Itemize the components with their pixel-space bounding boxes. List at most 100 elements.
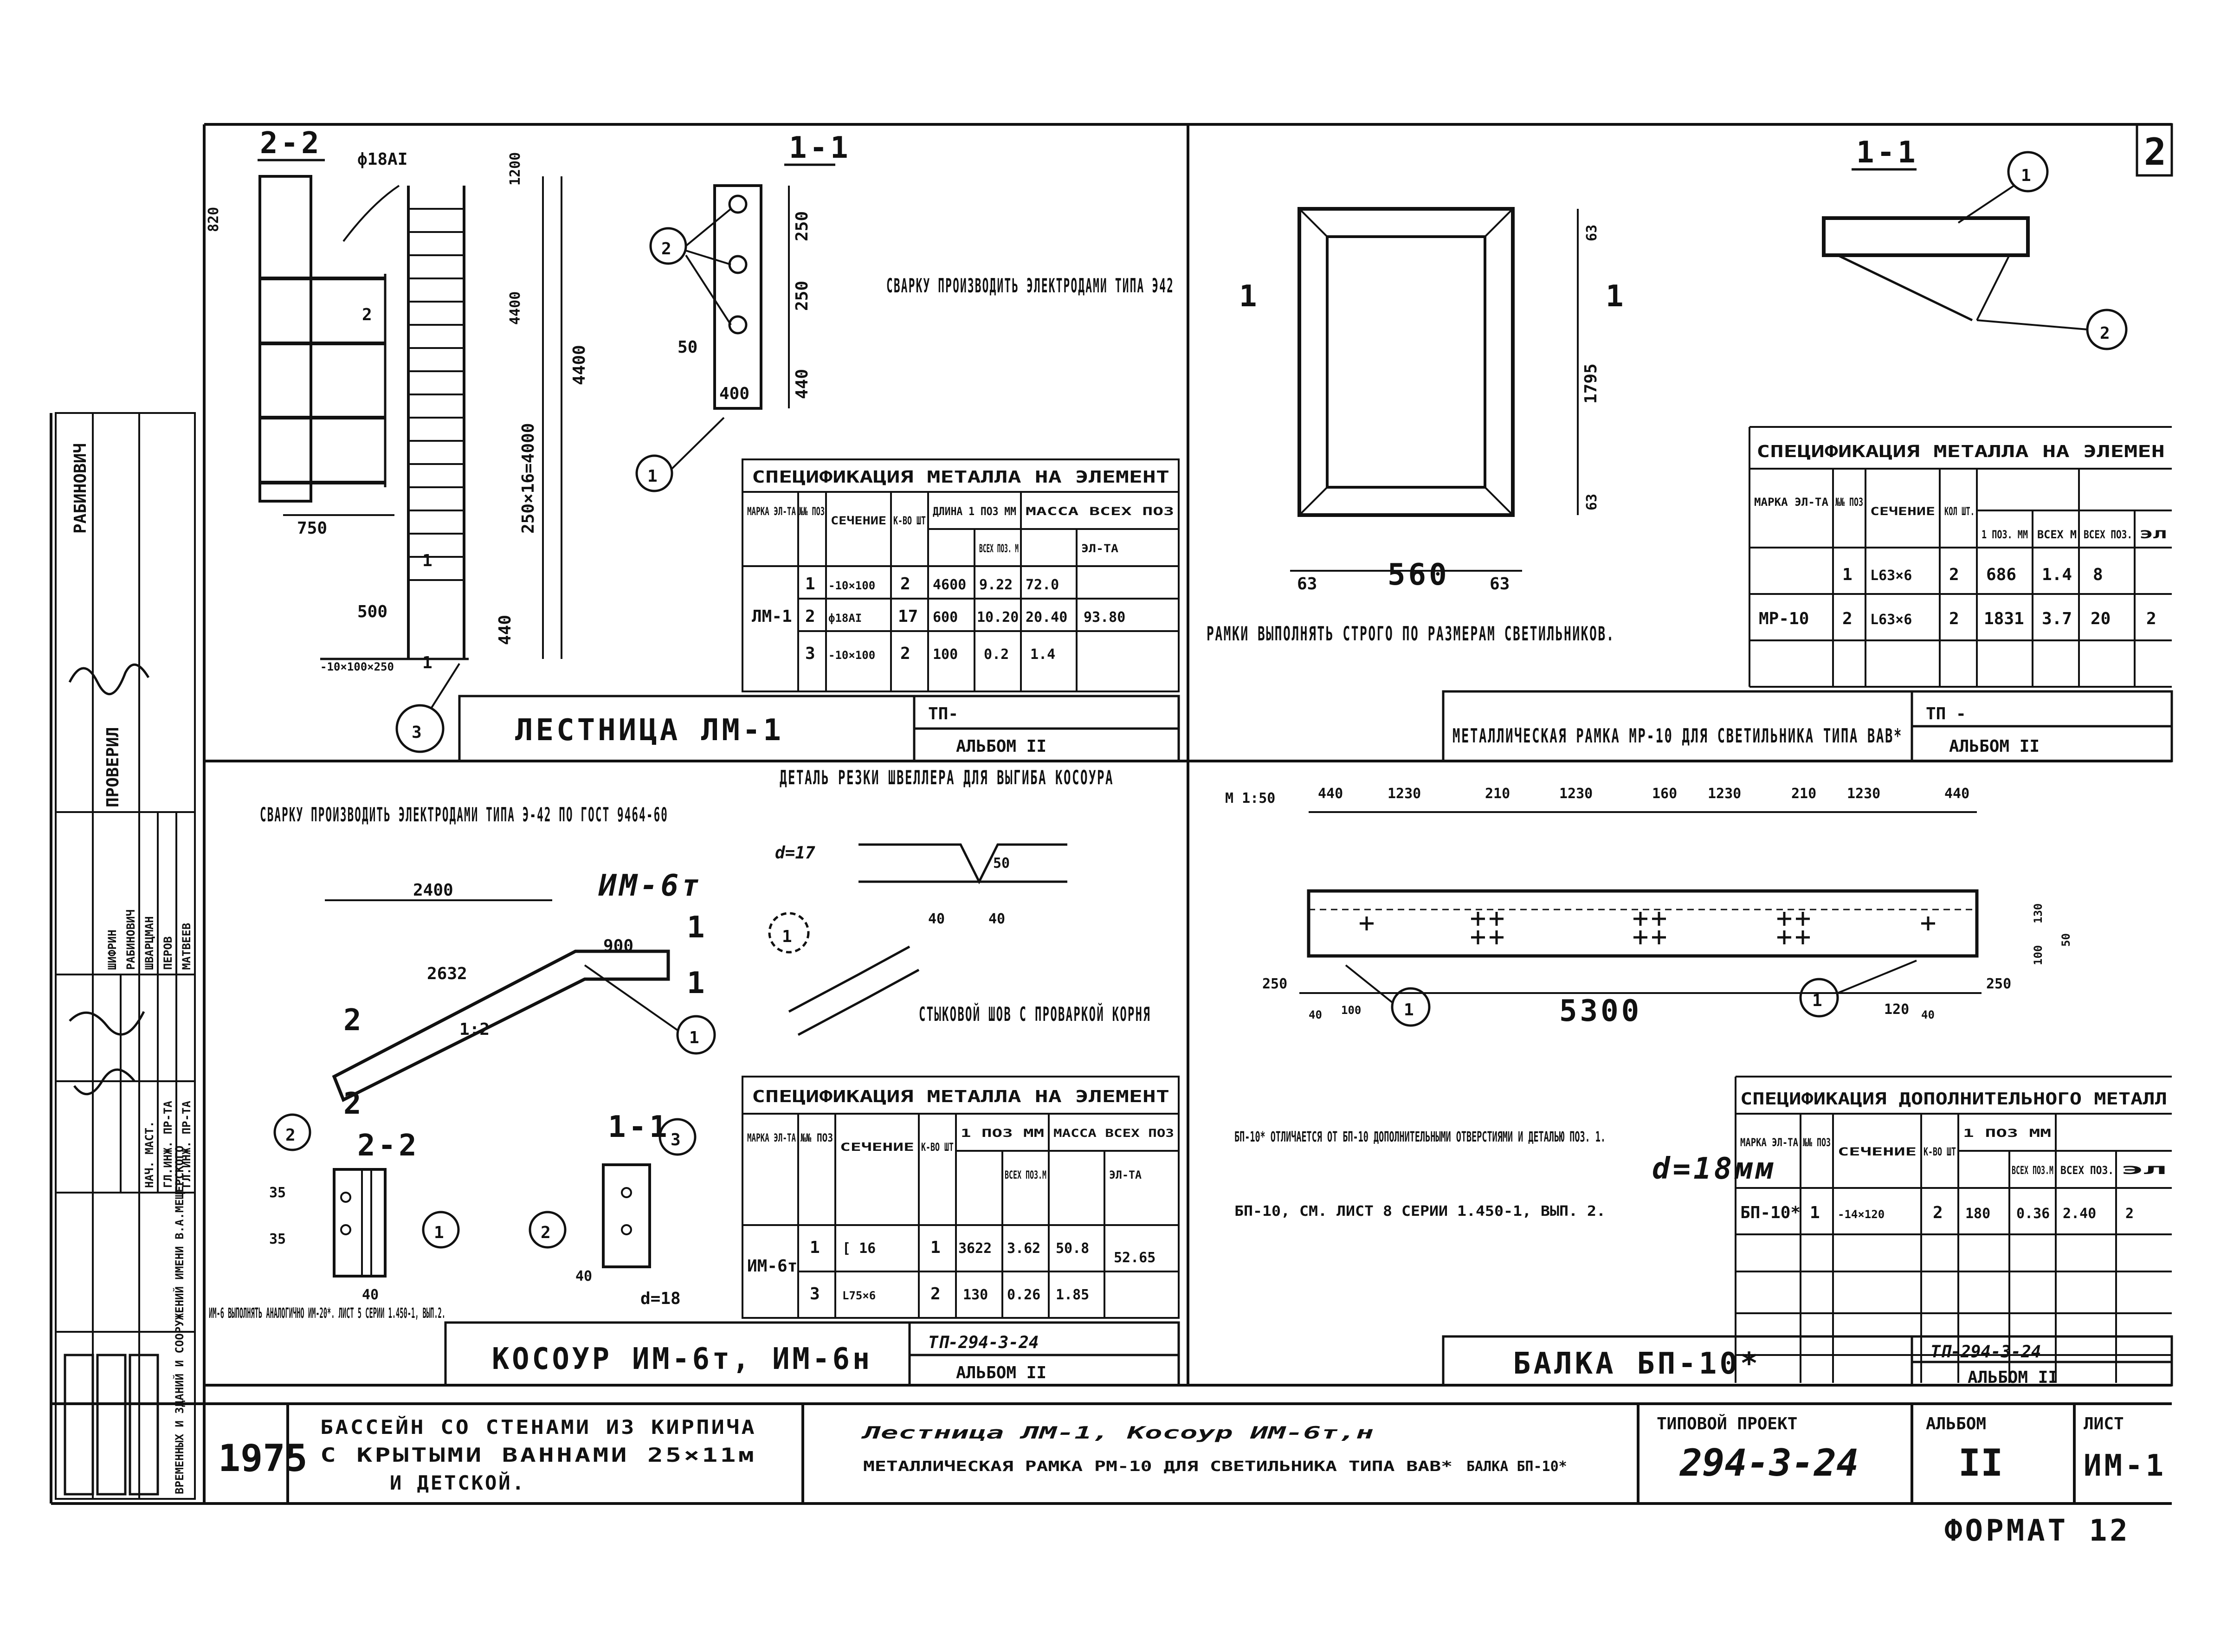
lm1-r3-mass: 1.4 <box>1030 646 1055 663</box>
lm1-r3-pos: 3 <box>805 644 815 663</box>
dim-250-b: 250 <box>793 281 812 311</box>
kosour-r1-all: 3.62 <box>1007 1240 1040 1257</box>
sec22-callout-1-circle <box>422 1211 460 1249</box>
project-label: ТИПОВОЙ ПРОЕКТ <box>1657 1414 1797 1433</box>
sec11-d18: d=18 <box>640 1289 681 1308</box>
frame-th-len: 1 ПОЗ. ММ <box>1982 528 2028 541</box>
section-mark-left: 1 <box>1239 279 1260 314</box>
stamp-name-2: ПЕРОВ <box>161 936 174 970</box>
stamp-role-2: ГЛ.ИНЖ. ПР-ТА <box>161 1101 174 1188</box>
sec22-callout-1: 1 <box>434 1223 444 1242</box>
dim-4400: 4400 <box>507 291 523 325</box>
lm1-th-all: ВСЕХ ПОЗ. М <box>979 542 1019 555</box>
lm1-r1-mass: 72.0 <box>1026 577 1059 593</box>
frame-callout-1: 1 <box>2021 166 2031 185</box>
frame-section-label: 1-1 <box>1856 136 1918 170</box>
lm1-r2-pos: 2 <box>805 607 815 626</box>
frame-r1-all: 1.4 <box>2042 565 2072 584</box>
list-label: ЛИСТ <box>2084 1414 2124 1433</box>
beam-r1-qty: 2 <box>1933 1203 1943 1222</box>
stamp-name-1: ШВАРЦМАН <box>143 916 156 970</box>
sheet-corner-box <box>2136 123 2173 177</box>
frame-callout-1-circle <box>2007 151 2049 193</box>
frame-th-elem: ЭЛ <box>2139 528 2167 541</box>
frame-th-section: СЕЧЕНИЕ <box>1870 505 1935 518</box>
panel-kosour-im6: СВАРКУ ПРОИЗВОДИТЬ ЭЛЕКТРОДАМИ ТИПА Э-42… <box>209 766 1180 1387</box>
frame-r1-sec: L63×6 <box>1870 568 1912 584</box>
callout-3-label: 3 <box>412 723 422 742</box>
frame-r1-pos: 1 <box>1842 565 1853 584</box>
kosour-r3-sec: L75×6 <box>842 1289 876 1302</box>
dim-820: 820 <box>206 207 222 232</box>
beam-total: 2 <box>2125 1206 2134 1222</box>
kosour-title: КОСОУР ИМ-6т, ИМ-6н <box>492 1342 872 1376</box>
frame-r2-mass: 20 <box>2091 609 2111 628</box>
beam-callout-1a-circle <box>1391 987 1431 1027</box>
album-label: АЛЬБОМ <box>1926 1414 1986 1433</box>
kosour-sec-mark-r1: 1 <box>687 910 708 945</box>
sheet-title-line-3: БАЛКА БП-10* <box>1466 1458 1567 1475</box>
weld-callout-1: 1 <box>782 927 792 946</box>
kosour-r3-len: 130 <box>963 1287 988 1303</box>
frame-r1-mass: 8 <box>2093 565 2103 584</box>
beam-note-1: БП-10* ОТЛИЧАЕТСЯ ОТ БП-10 ДОПОЛНИТЕЛЬНЫ… <box>1234 1129 1606 1145</box>
sec22-dim-35b: 35 <box>269 1231 286 1247</box>
beam-scale: М 1:50 <box>1225 790 1275 807</box>
kosour-mark: ИМ-6т <box>598 869 702 903</box>
kosour-r3-qty: 2 <box>930 1284 941 1304</box>
beam-table-title: СПЕЦИФИКАЦИЯ ДОПОЛНИТЕЛЬНОГО МЕТАЛЛ <box>1740 1090 2167 1109</box>
kosour-dim-2632: 2632 <box>427 964 467 983</box>
lm1-r1-len: 4600 <box>933 577 966 593</box>
kosour-th-pos: №№ ПОЗ <box>800 1131 833 1144</box>
lm1-r1-qty: 2 <box>900 574 910 594</box>
beam-dim-160: 160 <box>1652 786 1677 802</box>
kosour-sec-mark-l1: 2 <box>343 1003 364 1038</box>
beam-dim-1230c: 1230 <box>1708 786 1741 802</box>
frame-dim-63-l: 63 <box>1297 574 1317 594</box>
beam-th-len: 1 ПОЗ ММ <box>1963 1127 2051 1140</box>
kosour-small-note: ИМ-6 ВЫПОЛНЯТЬ АНАЛОГИЧНО ИМ-20*. ЛИСТ 5… <box>209 1305 445 1322</box>
beam-dim-440b: 440 <box>1944 786 1969 802</box>
kosour-ref-album: АЛЬБОМ II <box>956 1363 1046 1382</box>
beam-dim-120: 120 <box>1884 1001 1909 1018</box>
lm1-r1-all: 9.22 <box>979 577 1013 593</box>
lm1-th-length: ДЛИНА 1 ПОЗ ММ <box>933 505 1016 518</box>
side-stamp <box>55 412 196 1500</box>
weld-label: СТЫКОВОЙ ШОВ С ПРОВАРКОЙ КОРНЯ <box>919 1002 1151 1026</box>
panel-beam-bp10: М 1:50 440 1230 210 1230 160 1230 210 12… <box>1225 786 2173 1387</box>
frame-ref-series: ТП - <box>1926 704 1966 723</box>
kosour-mark-cell: ИМ-6т <box>747 1257 797 1276</box>
kosour-weld-note: СВАРКУ ПРОИЗВОДИТЬ ЭЛЕКТРОДАМИ ТИПА Э-42… <box>260 803 668 826</box>
beam-th-mass: ВСЕХ ПОЗ. <box>2060 1164 2114 1177</box>
beam-callout-1a: 1 <box>1404 1000 1414 1020</box>
frame-th-mark: МАРКА ЭЛ-ТА <box>1754 496 1829 509</box>
frame-outline <box>1297 207 1515 517</box>
checked-by-name: РАБИНОВИЧ <box>71 443 90 534</box>
dim-4410: 4400 <box>570 345 589 385</box>
beam-th-elem: ЭЛ <box>2121 1164 2167 1177</box>
frame-r1-len: 686 <box>1986 565 2016 584</box>
beam-r1-pos: 1 <box>1810 1203 1820 1222</box>
lm1-ref-series: ТП- <box>928 704 958 723</box>
cut-detail-title: ДЕТАЛЬ РЕЗКИ ШВЕЛЛЕРА ДЛЯ ВЫГИБА КОСОУРА <box>780 766 1114 789</box>
kosour-r1-sec: [ 16 <box>842 1240 876 1257</box>
panel-frame-mr10: 1 1 63 1795 63 63 560 63 РАМКИ ВЫПОЛНЯТЬ… <box>1207 136 2173 762</box>
frame-dim-560: 560 <box>1388 558 1450 592</box>
lm1-r2-sec: ф18АI <box>828 612 862 625</box>
section-1-1-plate <box>713 184 762 410</box>
callout-3-circle <box>395 704 445 753</box>
callout-1-section: 1 <box>647 467 658 486</box>
beam-r1-all: 0.36 <box>2016 1206 2050 1222</box>
beam-th-mark: МАРКА ЭЛ-ТА <box>1740 1136 1798 1149</box>
dim-500: 500 <box>357 602 387 621</box>
frame-spec-table <box>1749 426 2172 688</box>
sec22-profile <box>333 1168 387 1278</box>
lm1-r3-all: 0.2 <box>984 646 1009 663</box>
stamp-name-4: РАБИНОВИЧ <box>124 910 137 970</box>
lm1-r3-len: 100 <box>933 646 958 663</box>
lm1-th-section: СЕЧЕНИЕ <box>831 514 886 527</box>
frame-section-profile <box>1822 216 2030 257</box>
beam-title: БАЛКА БП-10* <box>1513 1347 1761 1381</box>
beam-th-section: СЕЧЕНИЕ <box>1838 1145 1917 1158</box>
sec11-callout-3-circle <box>658 1118 697 1156</box>
